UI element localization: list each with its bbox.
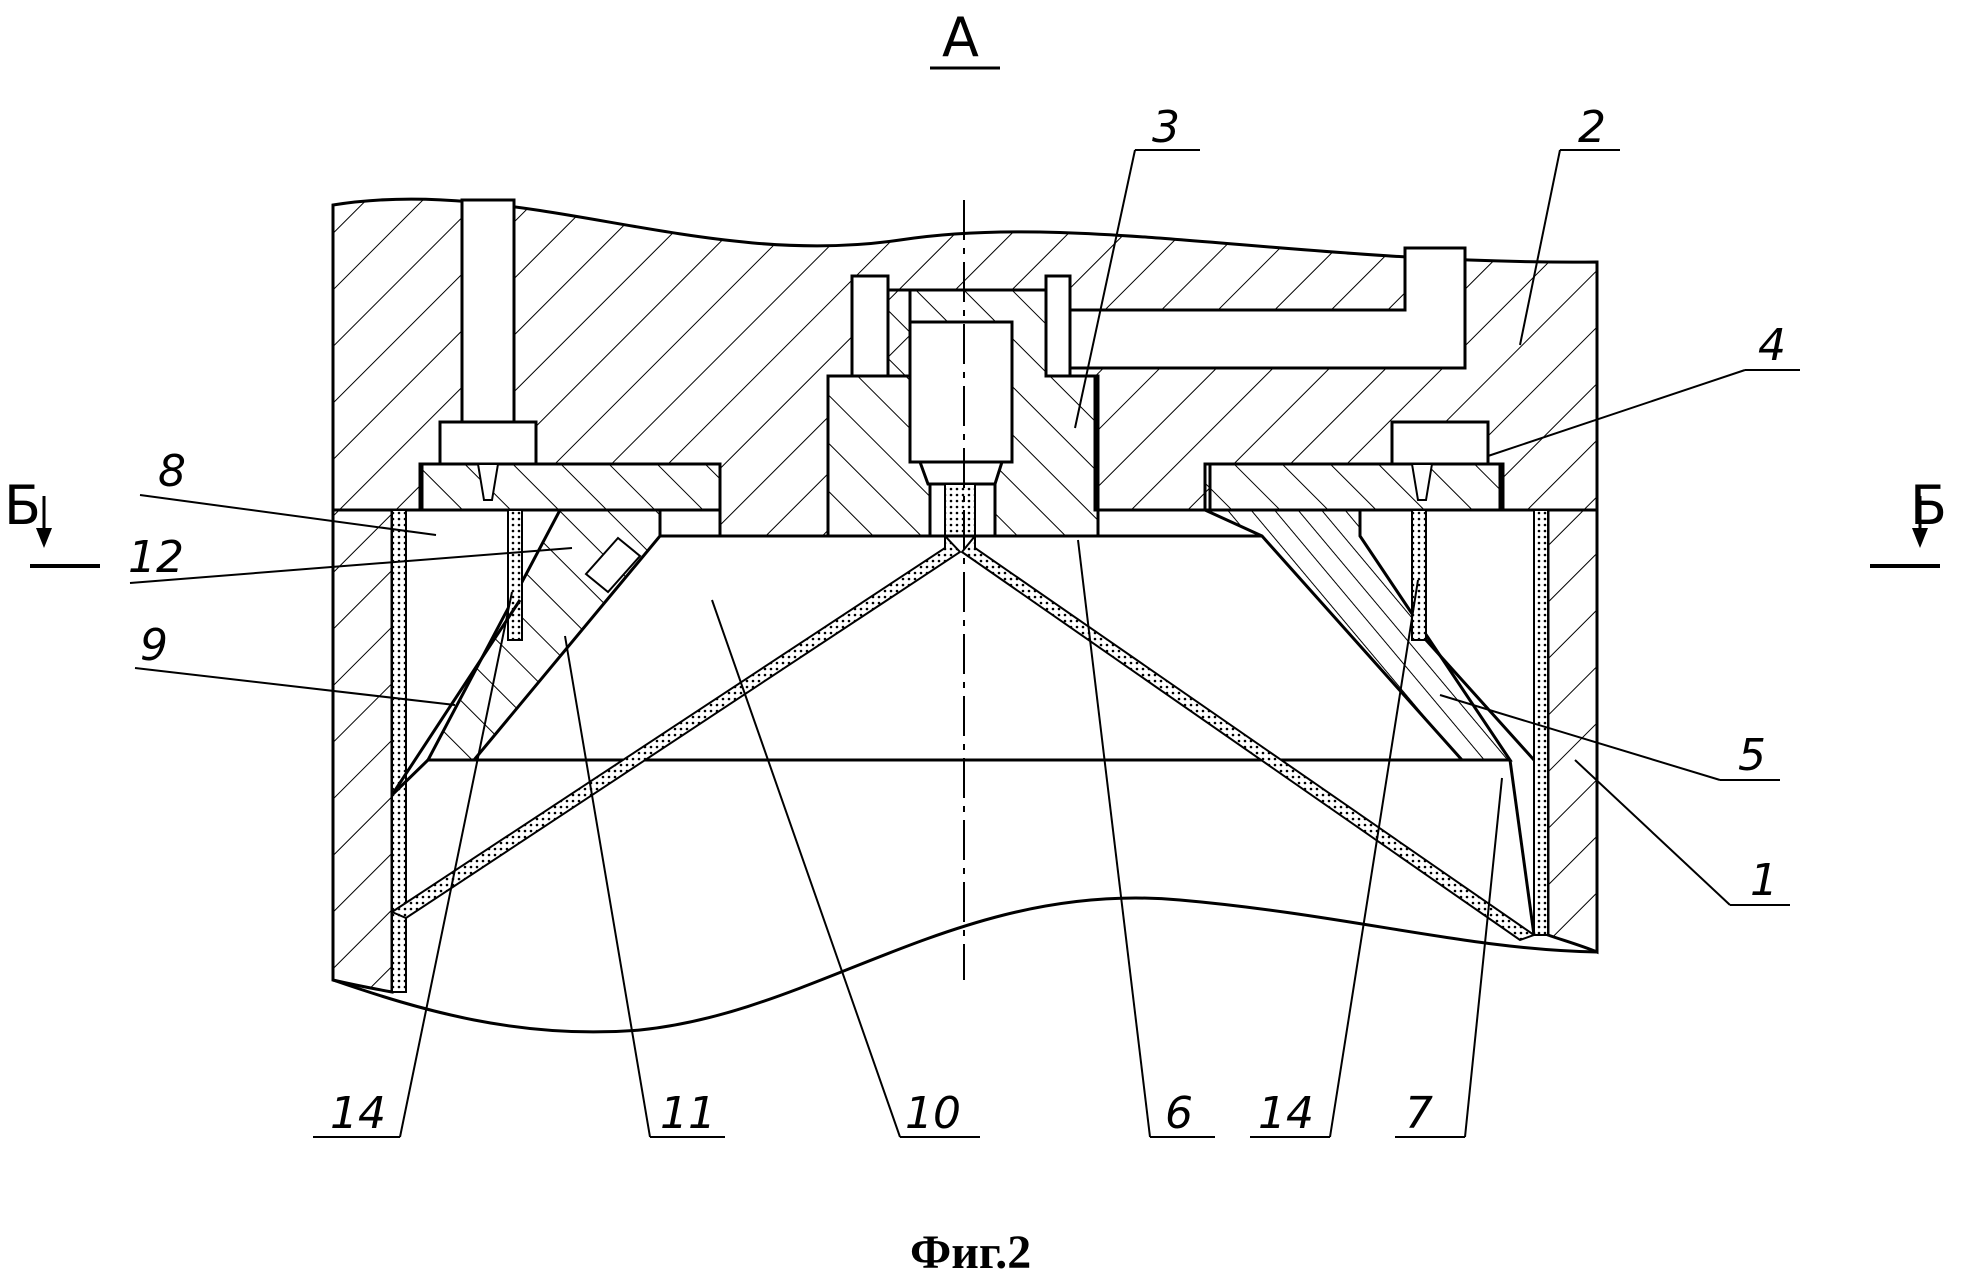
sleeve-1-right <box>1534 510 1597 952</box>
callout-2: 2 <box>1578 102 1606 153</box>
callout-7: 7 <box>1405 1088 1433 1139</box>
callout-8: 8 <box>158 446 186 497</box>
callout-11: 11 <box>660 1088 716 1139</box>
callout-9: 9 <box>140 620 168 671</box>
view-label: А <box>942 6 979 69</box>
section-label-right: Б <box>1910 474 1947 537</box>
callout-1: 1 <box>1750 855 1778 906</box>
callout-4: 4 <box>1758 320 1786 371</box>
callout-14-left: 14 <box>330 1088 386 1139</box>
section-mark-left: Б <box>4 474 100 566</box>
fuel-channel-14-right <box>1412 510 1426 640</box>
callout-12: 12 <box>128 532 184 583</box>
swirler-5-left <box>428 510 660 760</box>
collar-4-left <box>422 464 720 510</box>
sleeve-1-left <box>333 510 406 992</box>
collar-4-right <box>1205 464 1503 510</box>
section-label-left: Б <box>4 474 41 537</box>
section-mark-right: Б <box>1870 474 1947 566</box>
figure-caption: Фиг.2 <box>910 1226 1031 1279</box>
fuel-channel-14-left <box>508 510 522 640</box>
view-mark: А <box>930 6 1000 69</box>
callout-14-right: 14 <box>1258 1088 1314 1139</box>
callout-3: 3 <box>1152 102 1180 153</box>
callout-10: 10 <box>905 1088 961 1139</box>
callout-6: 6 <box>1165 1088 1193 1139</box>
swirler-5-right <box>1205 510 1510 760</box>
callout-5: 5 <box>1738 730 1766 781</box>
